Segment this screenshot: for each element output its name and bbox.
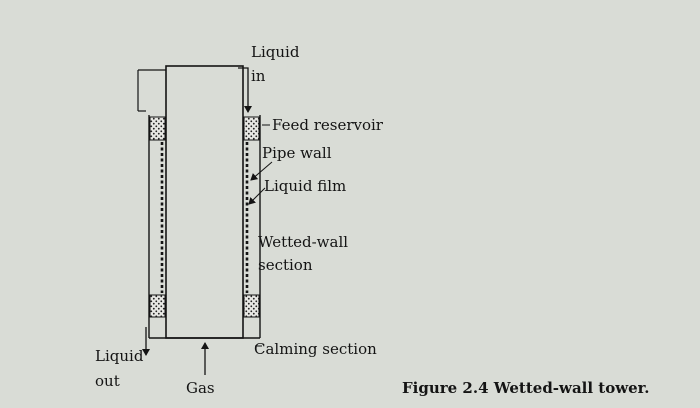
- pipe-wall-leader: [250, 161, 273, 181]
- right-feed-reservoir: [243, 116, 260, 141]
- left-bottom-reservoir: [149, 294, 166, 318]
- wetted-wall-section-label-line1: Wetted-wall: [258, 233, 349, 251]
- liquid-film-leader: [248, 187, 266, 205]
- liquid-out-label-line1: Liquid: [95, 347, 144, 365]
- liquid-in-arrow: [238, 67, 252, 113]
- figure-caption-text: Wetted-wall tower.: [493, 379, 650, 397]
- liquid-film-label: Liquid film: [264, 177, 347, 195]
- gas-label: Gas: [186, 379, 215, 397]
- calming-section-label: Calming section: [254, 340, 377, 358]
- left-feed-reservoir: [149, 116, 166, 141]
- liquid-in-label-line1: Liquid: [251, 43, 300, 61]
- liquid-out-label-line2: out: [95, 372, 120, 390]
- wetted-wall-section-label-line2: section: [258, 256, 313, 274]
- figure-caption-number: Figure 2.4: [402, 379, 489, 397]
- figure-caption: Figure 2.4 Wetted-wall tower.: [402, 378, 649, 398]
- right-bottom-reservoir: [243, 294, 260, 318]
- liquid-in-label-line2: in: [251, 67, 266, 85]
- pipe-wall-label: Pipe wall: [262, 144, 332, 162]
- feed-reservoir-label: Feed reservoir: [272, 116, 383, 134]
